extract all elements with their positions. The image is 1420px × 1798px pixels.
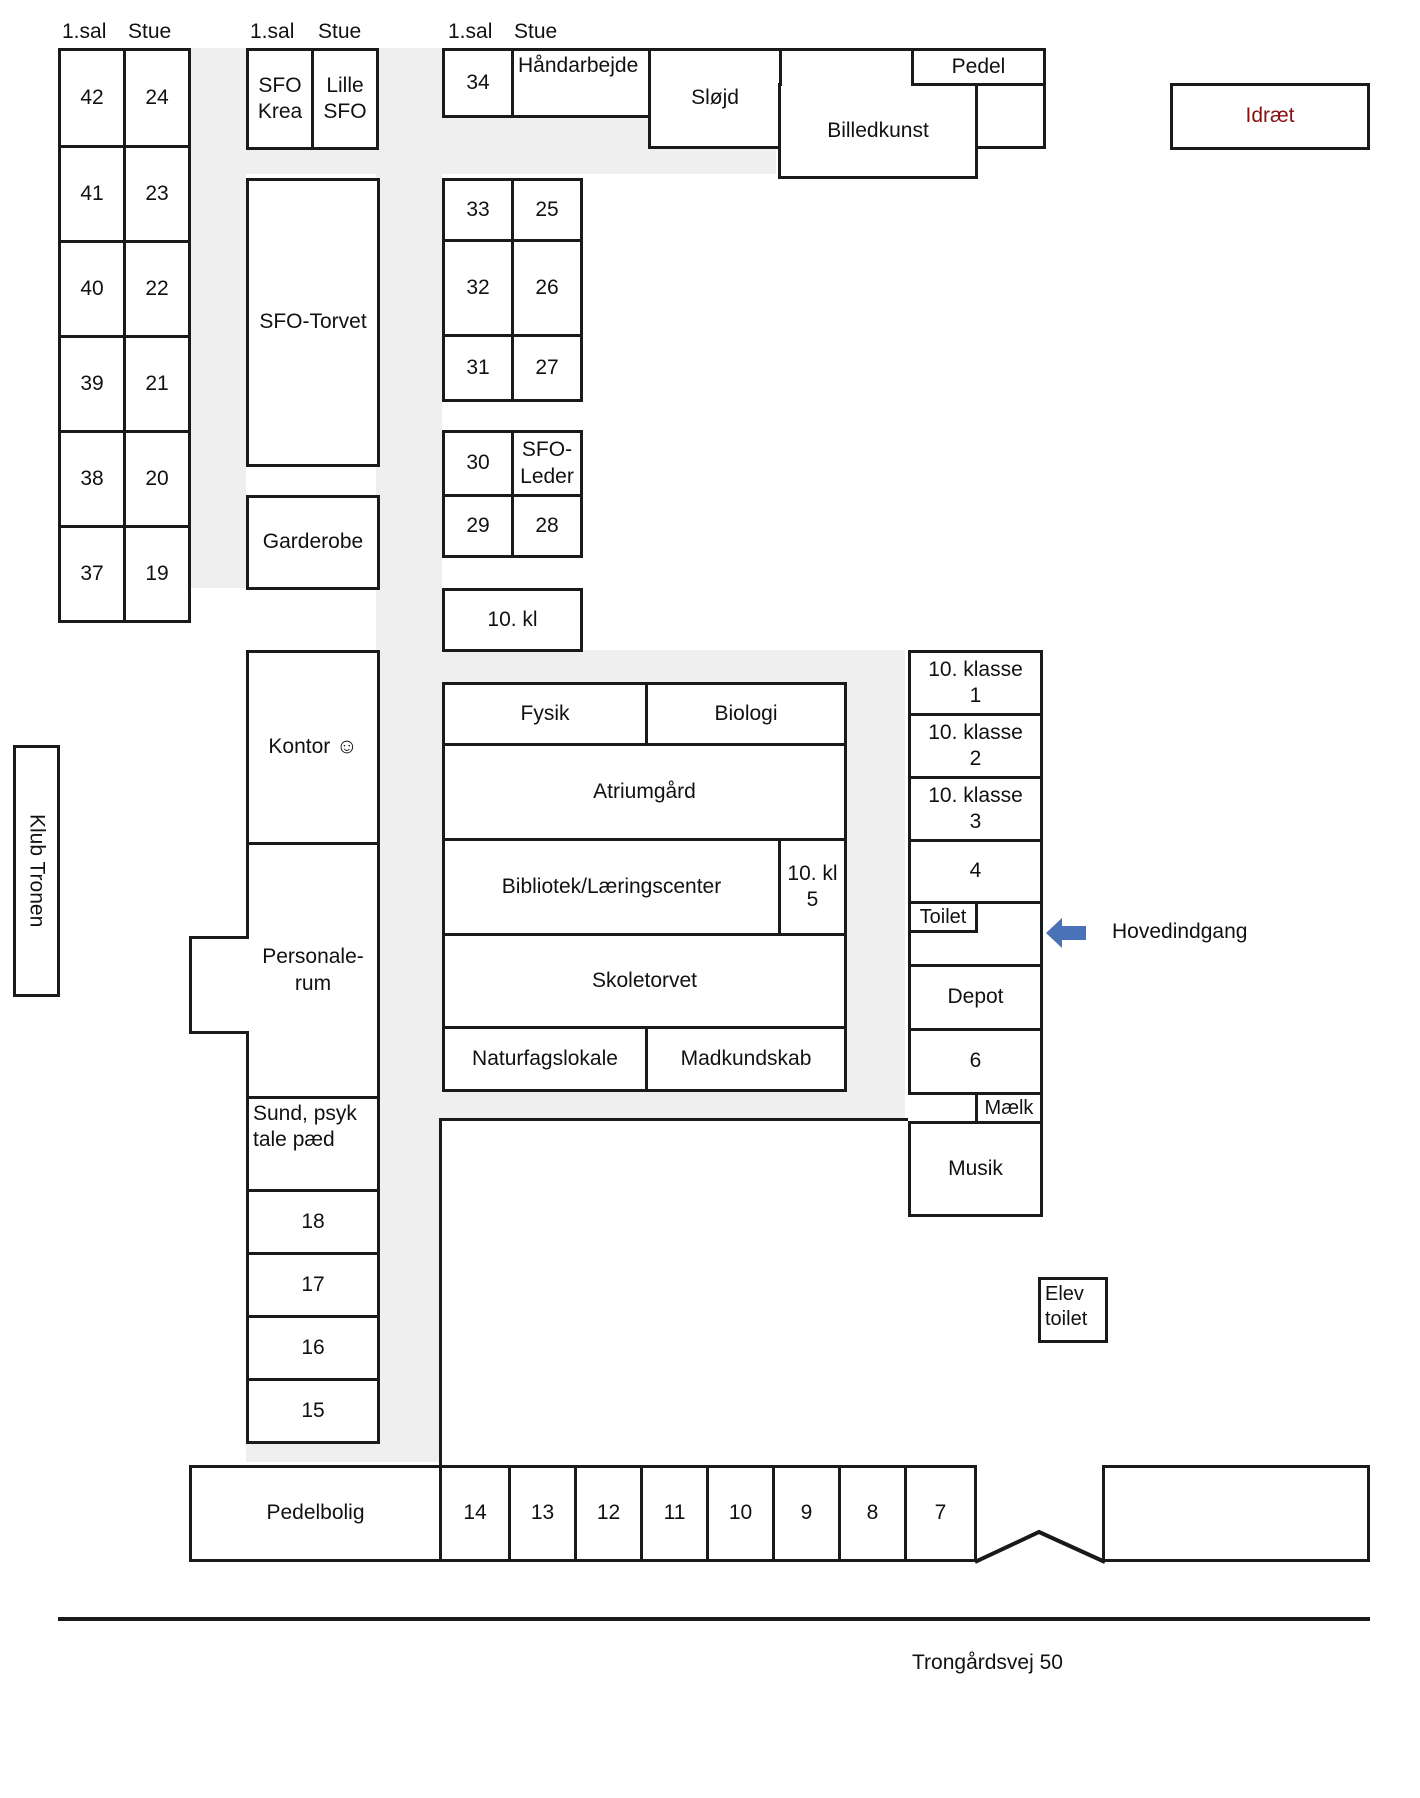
floor-header-stue: Stue — [318, 20, 362, 43]
room-41: 41 — [58, 145, 126, 243]
room-biologi: Biologi — [645, 682, 847, 746]
room-16: 16 — [246, 1315, 380, 1381]
roof-zigzag — [975, 1529, 1105, 1564]
room-pedelbolig: Pedelbolig — [189, 1465, 442, 1562]
room-atriumgaard: Atriumgård — [442, 743, 847, 841]
room-pedel: Pedel — [911, 48, 1046, 86]
room-37: 37 — [58, 525, 126, 623]
room-7: 7 — [904, 1465, 977, 1562]
room-billedkunst: Billedkunst — [778, 83, 978, 179]
room-personalerum: Personale- rum — [246, 842, 380, 1099]
room-8: 8 — [838, 1465, 907, 1562]
room-27: 27 — [511, 334, 583, 402]
room-6: 6 — [908, 1028, 1043, 1095]
room-sloejd: Sløjd — [648, 48, 782, 149]
room-musik: Musik — [908, 1121, 1043, 1217]
room-bottom-right — [1102, 1465, 1370, 1562]
room-depot: Depot — [908, 964, 1043, 1031]
room-maelk: Mælk — [975, 1092, 1043, 1124]
room-42: 42 — [58, 48, 126, 148]
room-15: 15 — [246, 1378, 380, 1444]
room-4: 4 — [908, 839, 1043, 904]
entrance-label: Hovedindgang — [1112, 920, 1248, 943]
courtyard-left-wall — [439, 1118, 442, 1468]
room-19: 19 — [123, 525, 191, 623]
room-sfo-leder: SFO- Leder — [511, 430, 583, 497]
room-26: 26 — [511, 239, 583, 337]
room-10-kl: 10. kl — [442, 588, 583, 652]
room-11: 11 — [640, 1465, 709, 1562]
room-12: 12 — [574, 1465, 643, 1562]
room-23: 23 — [123, 145, 191, 243]
room-21: 21 — [123, 335, 191, 433]
room-32: 32 — [442, 239, 514, 337]
room-personalerum-annex — [189, 936, 249, 1034]
room-9: 9 — [772, 1465, 841, 1562]
room-17: 17 — [246, 1252, 380, 1318]
room-40: 40 — [58, 240, 126, 338]
room-10: 10 — [706, 1465, 775, 1562]
room-kontor: Kontor ☺ — [246, 650, 380, 845]
room-madkundskab: Madkundskab — [645, 1026, 847, 1092]
courtyard-top-wall — [442, 1118, 908, 1121]
room-30: 30 — [442, 430, 514, 497]
room-14: 14 — [439, 1465, 511, 1562]
room-sfo-krea: SFO Krea — [246, 48, 314, 150]
room-skoletorvet: Skoletorvet — [442, 933, 847, 1029]
room-10-klasse-3: 10. klasse 3 — [908, 776, 1043, 842]
room-20: 20 — [123, 430, 191, 528]
room-18: 18 — [246, 1189, 380, 1255]
room-33: 33 — [442, 178, 514, 242]
room-sfo-torvet: SFO-Torvet — [246, 178, 380, 467]
hallway-right-vertical — [845, 650, 905, 1120]
room-toilet: Toilet — [908, 901, 978, 933]
room-29: 29 — [442, 494, 514, 558]
room-10-klasse-2: 10. klasse 2 — [908, 713, 1043, 779]
floor-header-stue: Stue — [128, 20, 172, 43]
street-label: Trongårdsvej 50 — [912, 1651, 1063, 1674]
room-39: 39 — [58, 335, 126, 433]
room-top-corridor-frame — [779, 48, 914, 86]
floor-header-stue: Stue — [514, 20, 558, 43]
room-24: 24 — [123, 48, 191, 148]
room-idraet: Idræt — [1170, 83, 1370, 150]
room-lille-sfo: Lille SFO — [311, 48, 379, 150]
room-elev-toilet: Elev toilet — [1038, 1277, 1108, 1343]
room-naturfagslokale: Naturfagslokale — [442, 1026, 648, 1092]
room-handarbejde: Håndarbejde — [511, 48, 651, 118]
room-10-kl-5: 10. kl 5 — [778, 838, 847, 936]
room-34: 34 — [442, 48, 514, 118]
hallway-left-vertical — [190, 48, 246, 588]
street-line — [58, 1617, 1370, 1621]
hallway-center-vertical — [376, 48, 442, 1460]
room-25: 25 — [511, 178, 583, 242]
room-sund-psyk: Sund, psyk tale pæd — [246, 1096, 380, 1192]
left-arrow-icon — [1046, 918, 1086, 948]
room-22: 22 — [123, 240, 191, 338]
floor-header-1sal: 1.sal — [448, 20, 493, 43]
room-31: 31 — [442, 334, 514, 402]
room-pedel-annex — [975, 83, 1046, 149]
room-garderobe: Garderobe — [246, 495, 380, 590]
room-38: 38 — [58, 430, 126, 528]
room-10-klasse-1: 10. klasse 1 — [908, 650, 1043, 716]
room-bibliotek: Bibliotek/Læringscenter — [442, 838, 781, 936]
room-klub-tronen: Klub Tronen — [13, 745, 60, 997]
room-fysik: Fysik — [442, 682, 648, 746]
floor-header-1sal: 1.sal — [62, 20, 107, 43]
room-13: 13 — [508, 1465, 577, 1562]
floor-header-1sal: 1.sal — [250, 20, 295, 43]
room-28: 28 — [511, 494, 583, 558]
